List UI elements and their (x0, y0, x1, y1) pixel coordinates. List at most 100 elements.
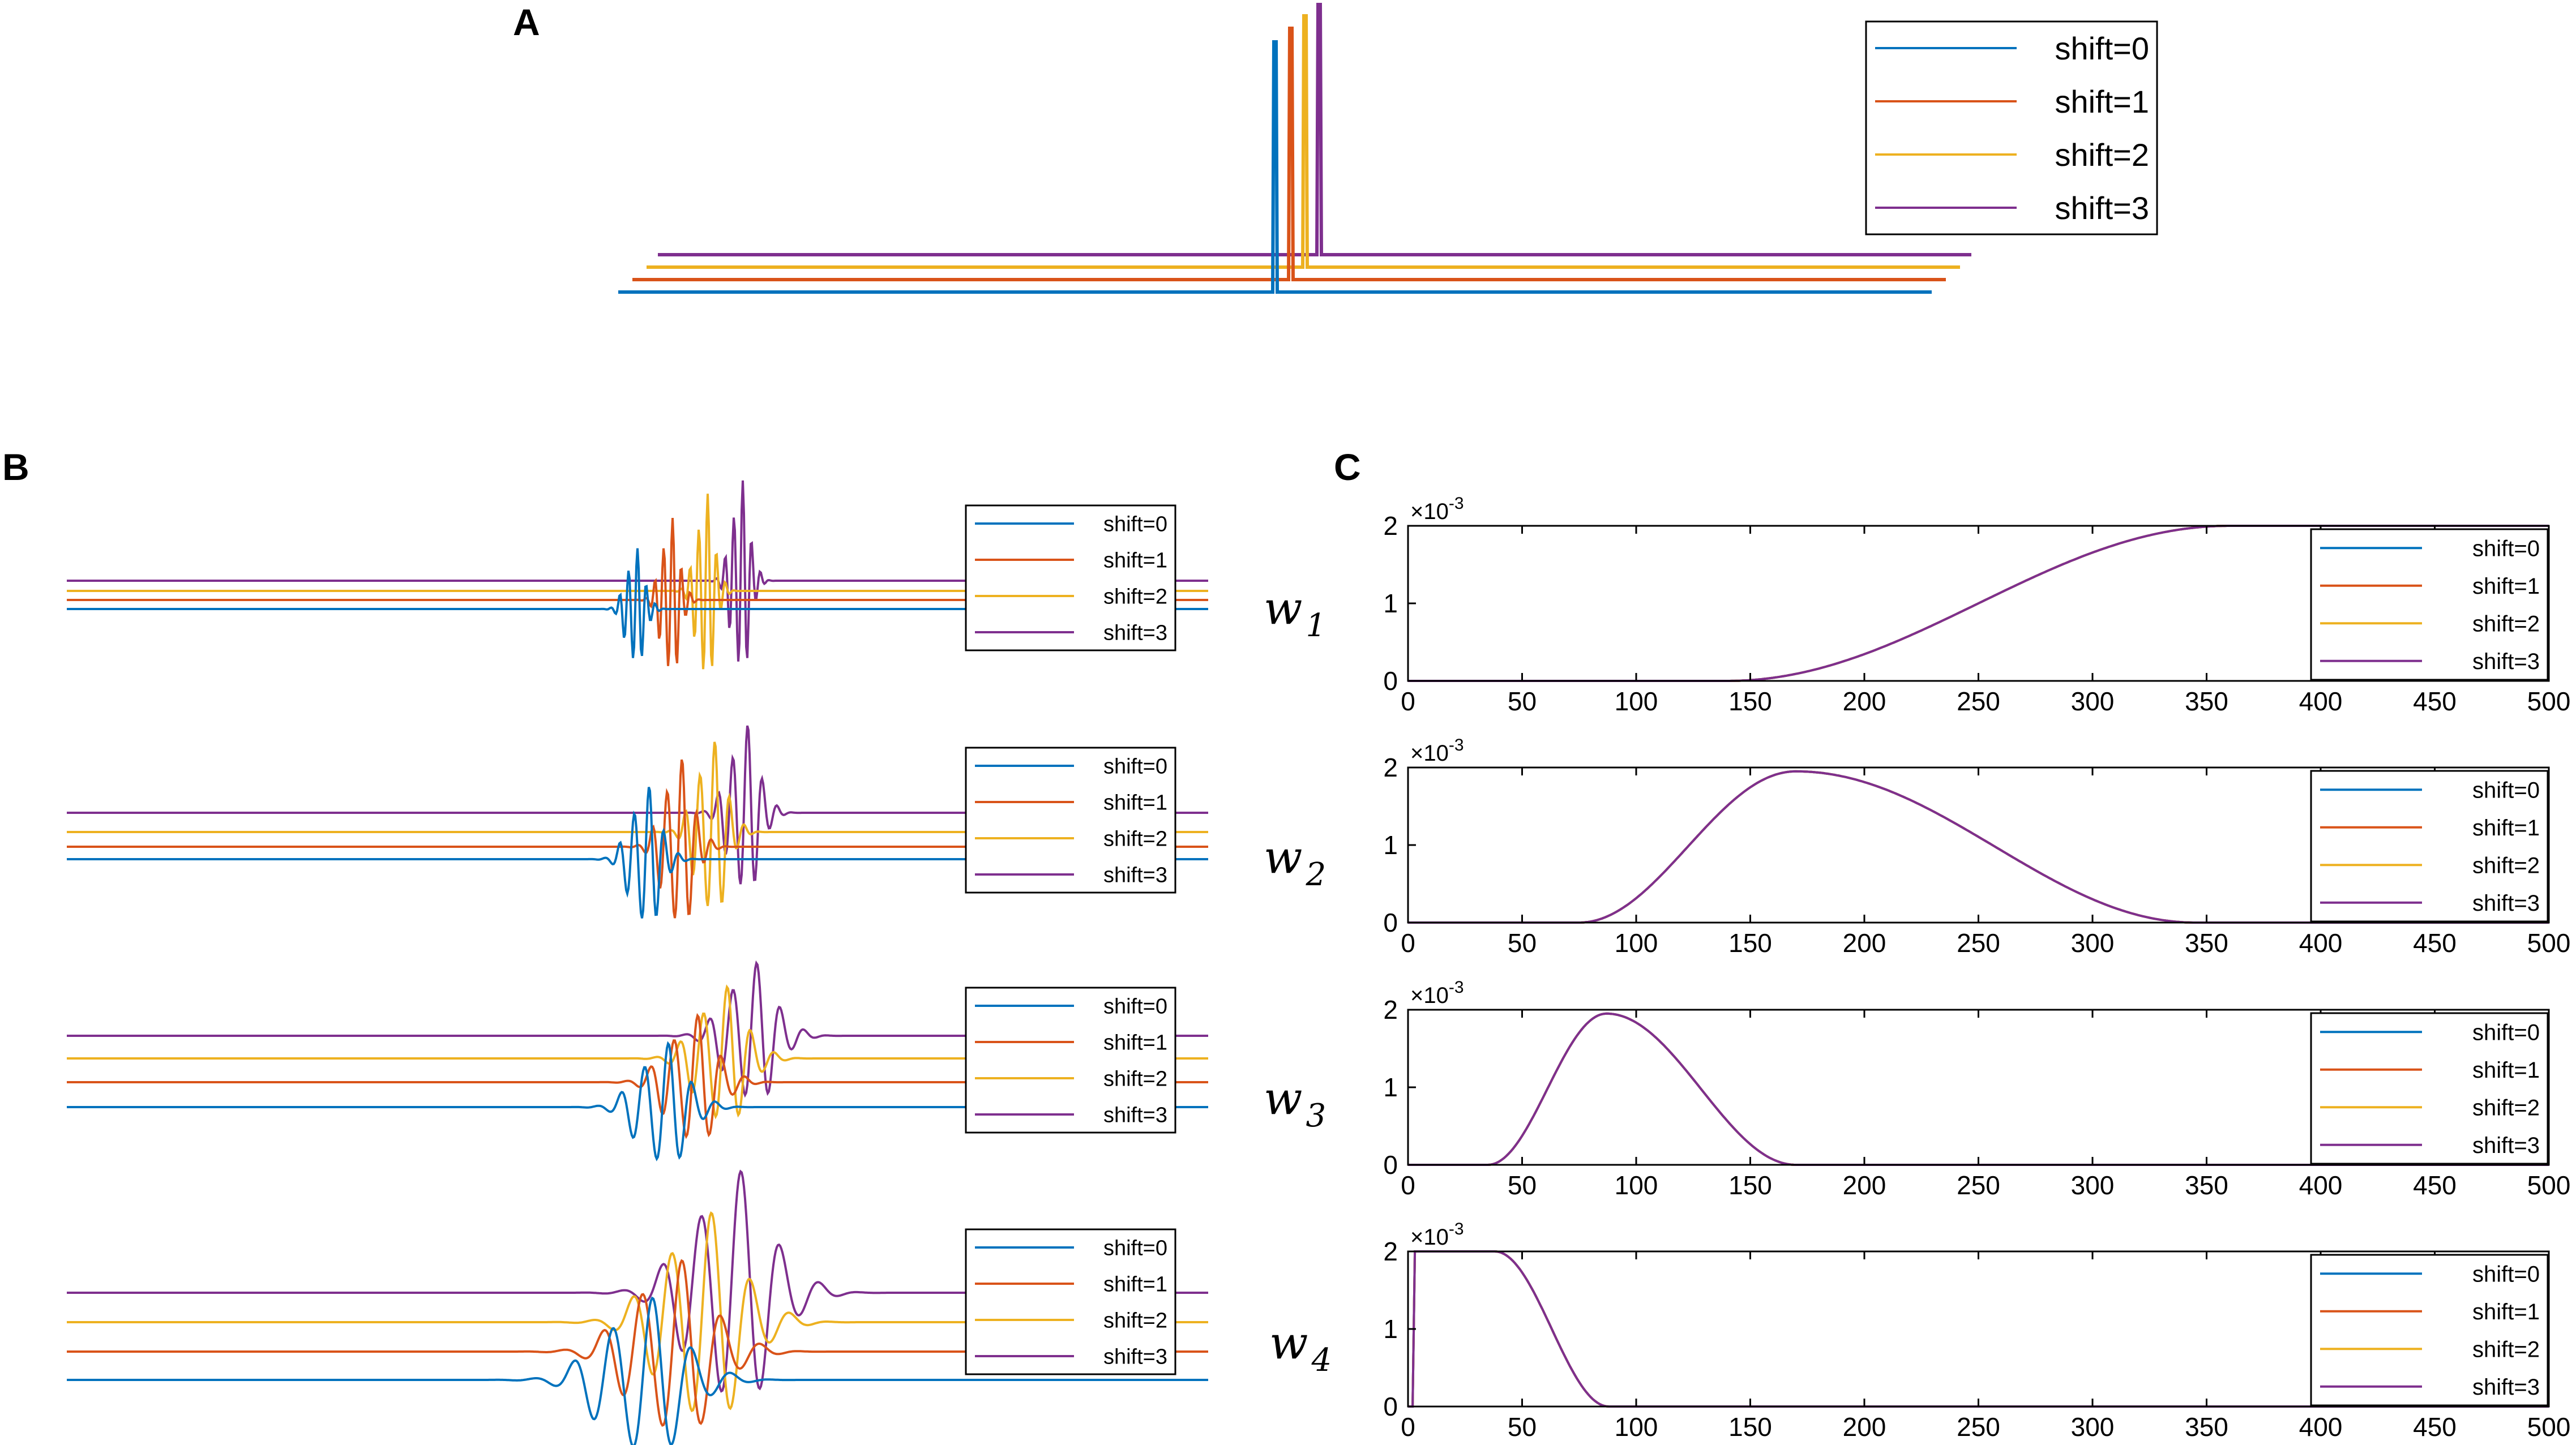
panel-b-row1-legend-label-1: shift=1 (1103, 549, 1167, 573)
panel-a-series-1 (632, 27, 1946, 281)
panel-b-row4-legend-label-0: shift=0 (1103, 1237, 1167, 1260)
x-tick-label: 200 (1843, 687, 1886, 716)
panel-b-row1-legend-label-2: shift=2 (1103, 585, 1167, 609)
x-tick-label: 500 (2527, 687, 2571, 716)
panel-a-series-3 (658, 3, 1971, 256)
row-label-w4-sub: 4 (1311, 1342, 1332, 1379)
panel-c-subplot-4-legend-label-2: shift=2 (2472, 1337, 2540, 1362)
x-tick-label: 150 (1728, 687, 1772, 716)
x-tick-label: 150 (1728, 928, 1772, 958)
x-tick-label: 100 (1615, 928, 1658, 958)
y-exponent-base: ×10 (1410, 1225, 1449, 1250)
x-tick-label: 300 (2071, 687, 2115, 716)
x-tick-label: 350 (2185, 1170, 2228, 1200)
x-tick-label: 50 (1508, 1412, 1537, 1442)
panel-b-row4-series-0 (67, 1296, 1208, 1445)
panel-b-row4-legend: shift=0 shift=1 shift=2 shift=3 (965, 1228, 1176, 1375)
row-label-w3-base: w (1264, 1072, 1302, 1125)
panel-b-row4-legend-label-1: shift=1 (1103, 1273, 1167, 1297)
y-tick-label: 0 (1383, 908, 1398, 937)
panel-c-subplot-3-legend-box (2310, 1012, 2549, 1165)
panel-b-row1-legend-label-0: shift=0 (1103, 513, 1167, 537)
x-tick-label: 250 (1957, 687, 2000, 716)
row-label-w2-sub: 2 (1305, 856, 1326, 893)
panel-b-row4-legend-label-3: shift=3 (1103, 1345, 1167, 1369)
panel-a-legend-label-0: shift=0 (2055, 31, 2149, 66)
panel-a-legend: shift=0 shift=1 shift=2 shift=3 (1865, 20, 2158, 235)
y-tick-label: 0 (1383, 666, 1398, 696)
y-exponent-power: -3 (1449, 1220, 1464, 1238)
panel-b-row1-legend-label-3: shift=3 (1103, 621, 1167, 645)
x-tick-label: 100 (1615, 687, 1658, 716)
panel-a-series-0 (618, 40, 1932, 294)
x-tick-label: 100 (1615, 1170, 1658, 1200)
panel-c-subplot-2-legend-box (2310, 770, 2549, 923)
x-tick-label: 450 (2413, 928, 2457, 958)
x-tick-label: 450 (2413, 1170, 2457, 1200)
x-tick-label: 50 (1508, 1170, 1537, 1200)
panel-c-subplot-1-legend-box (2310, 528, 2549, 681)
x-tick-label: 0 (1401, 687, 1415, 716)
panel-b-row2-legend-label-3: shift=3 (1103, 864, 1167, 887)
x-tick-label: 150 (1728, 1170, 1772, 1200)
panel-label-a: A (513, 1, 540, 43)
panel-label-c: C (1334, 446, 1361, 488)
x-tick-label: 200 (1843, 1412, 1886, 1442)
x-tick-label: 150 (1728, 1412, 1772, 1442)
x-tick-label: 0 (1401, 1412, 1415, 1442)
y-exponent-power: -3 (1449, 736, 1464, 754)
y-exponent-base: ×10 (1410, 499, 1449, 524)
y-tick-label: 1 (1383, 589, 1398, 618)
panel-c-subplot-4-legend-label-1: shift=1 (2472, 1300, 2540, 1324)
y-tick-label: 2 (1383, 511, 1398, 541)
y-tick-label: 0 (1383, 1150, 1398, 1180)
panel-c-subplot-1-legend-label-2: shift=2 (2472, 612, 2540, 637)
x-tick-label: 500 (2527, 1412, 2571, 1442)
panel-b-row3-legend-label-2: shift=2 (1103, 1067, 1167, 1091)
panel-c-subplot-1-legend-label-1: shift=1 (2472, 574, 2540, 599)
panel-a-legend-label-3: shift=3 (2055, 190, 2149, 226)
panel-b-row3-legend-label-0: shift=0 (1103, 995, 1167, 1019)
y-tick-label: 1 (1383, 1073, 1398, 1102)
panel-c-subplot-3-legend-label-2: shift=2 (2472, 1096, 2540, 1121)
x-tick-label: 200 (1843, 928, 1886, 958)
x-tick-label: 250 (1957, 1170, 2000, 1200)
x-tick-label: 250 (1957, 928, 2000, 958)
panel-a-legend-box (1865, 20, 2158, 235)
panel-a-chart: shift=0 shift=1 shift=2 shift=3 (618, 3, 2158, 294)
y-exponent-label: ×10-3 (1410, 1220, 1464, 1250)
panel-b-row2-legend-label-0: shift=0 (1103, 755, 1167, 779)
panel-c-subplot-3-legend-label-3: shift=3 (2472, 1133, 2540, 1158)
y-exponent-label: ×10-3 (1410, 736, 1464, 766)
x-tick-label: 400 (2299, 687, 2343, 716)
panel-b-row2-legend-label-2: shift=2 (1103, 827, 1167, 851)
row-label-w3-sub: 3 (1306, 1097, 1326, 1134)
panel-a-legend-label-2: shift=2 (2055, 137, 2149, 173)
y-tick-label: 2 (1383, 753, 1398, 782)
x-tick-label: 350 (2185, 1412, 2228, 1442)
x-tick-label: 400 (2299, 1412, 2343, 1442)
row-label-w4-base: w (1269, 1317, 1308, 1369)
x-tick-label: 450 (2413, 687, 2457, 716)
panel-c-subplot-4-legend-label-3: shift=3 (2472, 1375, 2540, 1400)
y-tick-label: 0 (1383, 1392, 1398, 1421)
y-exponent-label: ×10-3 (1410, 494, 1464, 524)
panel-a-legend-label-1: shift=1 (2055, 84, 2149, 119)
panel-b-row4-legend-box (965, 1228, 1176, 1375)
x-tick-label: 100 (1615, 1412, 1658, 1442)
panel-b-row4-legend-label-2: shift=2 (1103, 1309, 1167, 1333)
panel-c-subplot-2-legend-label-0: shift=0 (2472, 778, 2540, 803)
x-tick-label: 500 (2527, 928, 2571, 958)
